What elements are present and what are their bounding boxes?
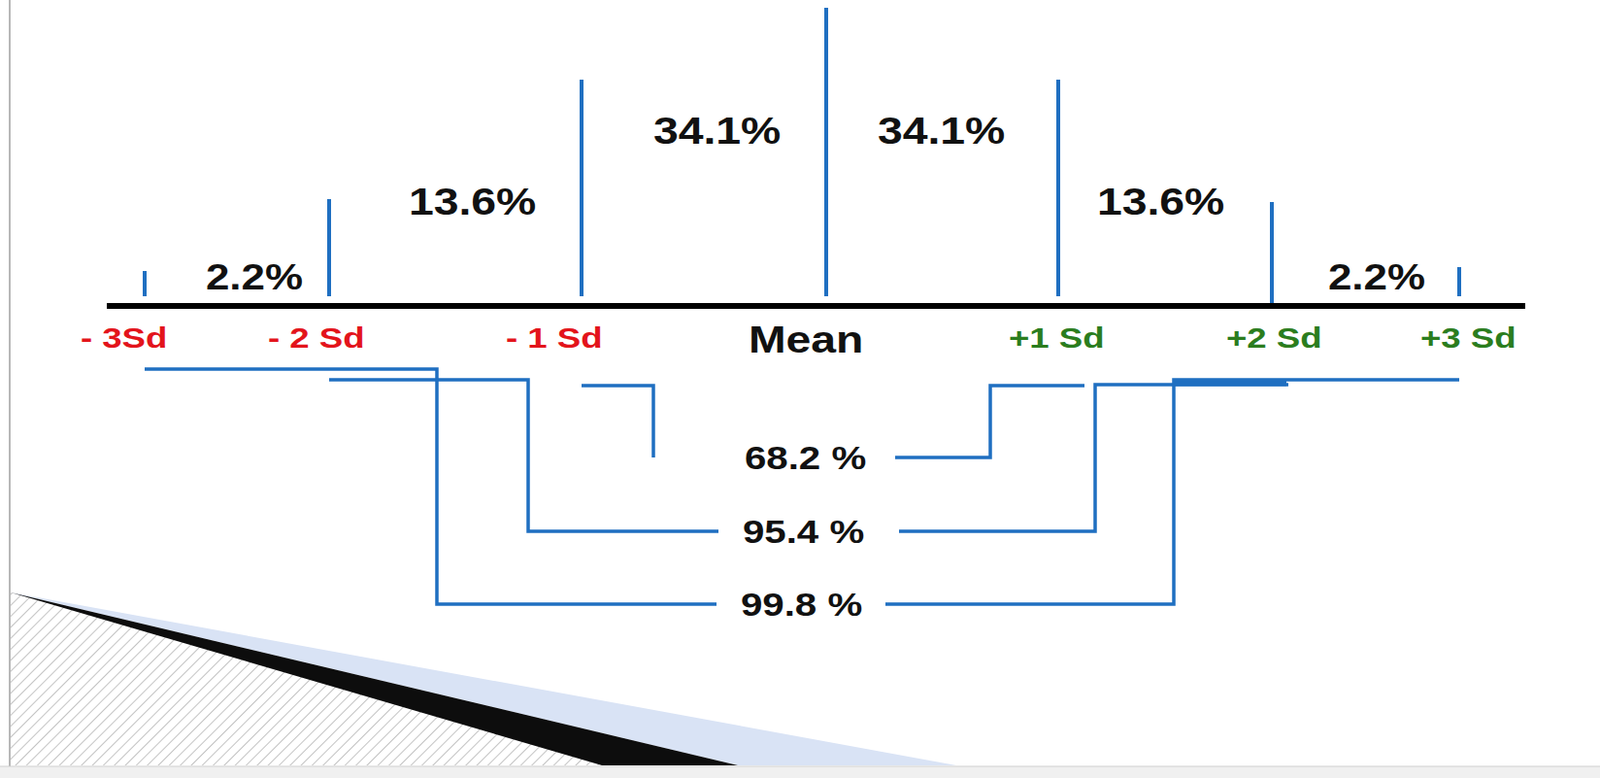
sd-line (1269, 201, 1274, 303)
percent-label: 34.1% (648, 110, 786, 152)
bracket-68 (895, 385, 1085, 458)
percent-label: 2.2% (1323, 258, 1431, 298)
bracket-overlap (1173, 379, 1287, 387)
bracket-99 (885, 379, 1460, 604)
bracket-99 (144, 368, 717, 604)
axis-line (106, 302, 1526, 309)
sd-label: - 2 Sd (263, 321, 369, 355)
range-percent: 95.4 % (737, 513, 869, 550)
sd-label: +3 Sd (1415, 321, 1521, 355)
percent-label: 13.6% (403, 181, 541, 223)
range-percent: 99.8 % (735, 586, 867, 623)
bracket-95 (329, 379, 719, 532)
bracket-68 (581, 385, 654, 458)
percent-label: 2.2% (200, 258, 308, 298)
bracket-95 (899, 384, 1289, 532)
bottom-edge (0, 766, 1600, 767)
sd-label: - 3Sd (75, 321, 172, 355)
bottom-band (0, 766, 1600, 778)
range-brackets (144, 368, 1460, 604)
sd-line (1457, 266, 1462, 297)
percent-label: 34.1% (872, 110, 1010, 152)
range-percent: 68.2 % (739, 439, 871, 476)
sd-line (327, 199, 332, 297)
sd-line (142, 270, 147, 297)
sd-line (1056, 79, 1061, 297)
sd-label: +2 Sd (1221, 321, 1327, 355)
mean-label: Mean (743, 319, 868, 361)
sd-lines (144, 7, 1460, 303)
percent-label: 13.6% (1092, 181, 1230, 223)
sd-line (579, 79, 584, 297)
sd-label: +1 Sd (1003, 321, 1109, 355)
mean-line (824, 7, 829, 297)
frame-edge (8, 0, 11, 767)
black-wedge (10, 592, 738, 766)
sd-label: - 1 Sd (500, 321, 607, 355)
